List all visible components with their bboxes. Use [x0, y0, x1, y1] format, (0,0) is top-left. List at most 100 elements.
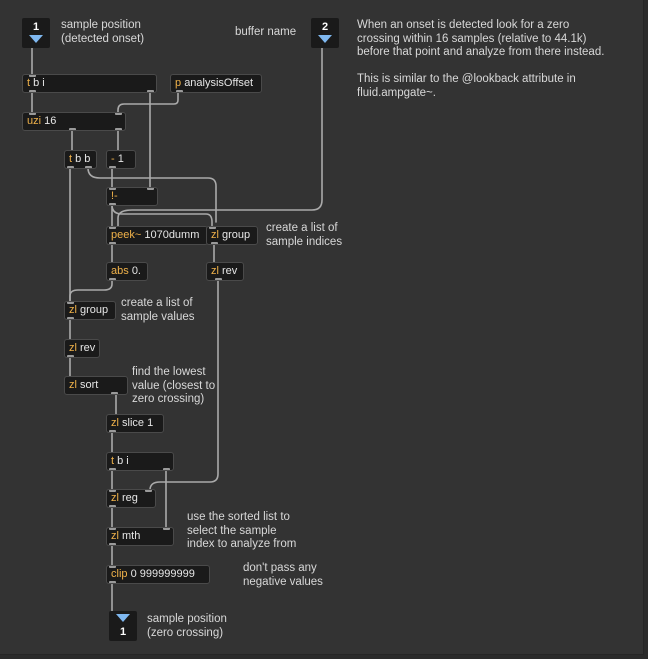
object-args: rev [222, 265, 238, 277]
object-op: clip [111, 568, 128, 580]
outlet-port[interactable] [109, 242, 116, 244]
object-op: - [111, 153, 115, 165]
inlet-port[interactable] [209, 227, 216, 229]
object-zl-group-values[interactable]: zl group [64, 301, 116, 320]
outlet-port[interactable] [67, 166, 74, 168]
outlet-port[interactable] [29, 90, 36, 92]
object-uzi[interactable]: uzi 16 [22, 112, 126, 131]
object-args: b i [33, 77, 45, 89]
outlet-port[interactable] [109, 278, 116, 280]
outlet-port[interactable] [211, 242, 218, 244]
object-op: zl [111, 417, 119, 429]
comment-use-sorted: use the sorted list to select the sample… [187, 511, 297, 550]
inlet-port[interactable] [163, 528, 170, 530]
outlet-1-number: 1 [119, 626, 127, 638]
cord [69, 279, 113, 303]
object-peek[interactable]: peek~ 1070dumm [106, 226, 208, 245]
inlet-port[interactable] [67, 302, 74, 304]
outlet-arrow-icon [116, 614, 130, 622]
inlet-1-number: 1 [32, 21, 40, 33]
outlet-1-box[interactable]: 1 [109, 611, 137, 641]
inlet-2-box[interactable]: 2 [311, 18, 339, 48]
object-zl-slice[interactable]: zl slice 1 [106, 414, 164, 433]
inlet-port[interactable] [109, 188, 116, 190]
object-op: zl [69, 304, 77, 316]
cord [111, 204, 213, 228]
outlet-port[interactable] [109, 581, 116, 583]
comment-list-values: create a list of sample values [121, 297, 195, 323]
inlet-1-box[interactable]: 1 [22, 18, 50, 48]
outlet-port[interactable] [109, 203, 116, 205]
object-args: 0. [131, 265, 141, 277]
inlet-port[interactable] [115, 113, 122, 115]
object-args: 0 999999999 [130, 568, 195, 580]
inlet-port[interactable] [145, 490, 152, 492]
inlet-arrow-icon [29, 35, 43, 43]
object-zl-rev-right[interactable]: zl rev [206, 262, 244, 281]
outlet-port[interactable] [67, 355, 74, 357]
object-args: group [80, 304, 109, 316]
inlet-port[interactable] [109, 566, 116, 568]
object-minus-one[interactable]: - 1 [106, 150, 136, 169]
object-args: analysisOffset [184, 77, 254, 89]
outlet-port[interactable] [176, 90, 183, 92]
outlet-port[interactable] [115, 128, 122, 130]
object-op: p [175, 77, 182, 89]
outlet-port[interactable] [85, 166, 92, 168]
inlet-arrow-icon [318, 35, 332, 43]
inlet-port[interactable] [109, 227, 116, 229]
object-abs[interactable]: abs 0. [106, 262, 148, 281]
inlet-2-comment: buffer name [235, 26, 297, 38]
object-trigger-mid[interactable]: t b i [106, 452, 174, 471]
inlet-port[interactable] [147, 188, 154, 190]
comment-no-negative: don't pass any negative values [243, 562, 323, 588]
object-trigger-top[interactable]: t b i [22, 74, 157, 93]
comment-list-indices: create a list of sample indices [266, 222, 343, 248]
object-trigger-bb[interactable]: t b b [64, 150, 97, 169]
object-zl-mth[interactable]: zl mth [106, 527, 174, 546]
object-zl-rev-left[interactable]: zl rev [64, 339, 100, 358]
outlet-port[interactable] [67, 317, 74, 319]
object-clip[interactable]: clip 0 999999999 [106, 565, 210, 584]
cord [117, 91, 179, 114]
object-args: b i [117, 455, 129, 467]
object-args: 16 [44, 115, 57, 127]
outlet-port[interactable] [109, 505, 116, 507]
outlet-port[interactable] [111, 392, 118, 394]
outlet-1-comment: sample position (zero crossing) [147, 613, 227, 639]
object-zl-sort[interactable]: zl sort [64, 376, 128, 395]
outlet-port[interactable] [109, 430, 116, 432]
outlet-port[interactable] [215, 278, 222, 280]
object-args: b b [75, 153, 91, 165]
inlet-port[interactable] [29, 113, 36, 115]
inlet-1-comment: sample position (detected onset) [61, 19, 145, 45]
inlet-port[interactable] [109, 528, 116, 530]
inlet-port[interactable] [29, 75, 36, 77]
outlet-port[interactable] [109, 468, 116, 470]
object-op: abs [111, 265, 129, 277]
inlet-2-number: 2 [321, 21, 329, 33]
object-analysis-offset[interactable]: p analysisOffset [170, 74, 262, 93]
object-args: group [222, 229, 251, 241]
object-zl-group-indices[interactable]: zl group [206, 226, 258, 245]
outlet-port[interactable] [109, 166, 116, 168]
object-args: rev [80, 342, 96, 354]
object-args: reg [122, 492, 138, 504]
object-op: !- [111, 190, 118, 202]
outlet-port[interactable] [147, 90, 154, 92]
object-zl-reg[interactable]: zl reg [106, 489, 156, 508]
description-comment: When an onset is detected look for a zer… [357, 19, 605, 99]
outlet-port[interactable] [69, 128, 76, 130]
object-op: t [27, 77, 31, 89]
object-reverse-minus[interactable]: !- [106, 187, 158, 206]
inlet-port[interactable] [109, 490, 116, 492]
object-op: zl [111, 492, 119, 504]
outlet-port[interactable] [163, 468, 170, 470]
outlet-port[interactable] [109, 543, 116, 545]
object-args: 1 [117, 153, 124, 165]
object-op: zl [69, 342, 77, 354]
object-op: t [69, 153, 73, 165]
object-op: t [111, 455, 115, 467]
object-op: zl [211, 229, 219, 241]
